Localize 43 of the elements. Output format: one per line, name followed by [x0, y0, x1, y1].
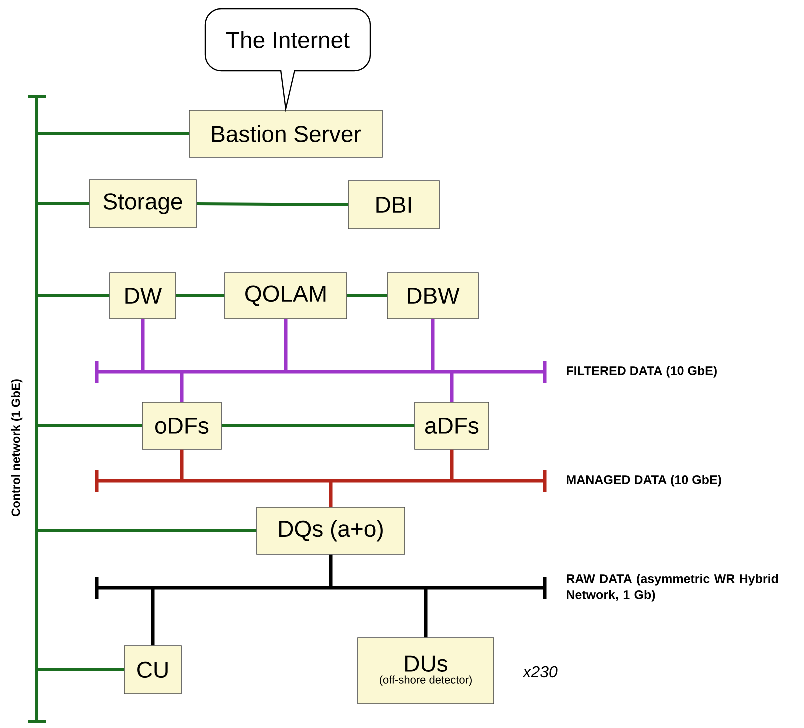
- network-link: [329, 480, 333, 508]
- callout-tail: [280, 70, 296, 112]
- network-link: [37, 668, 124, 672]
- network-label: MANAGED DATA (10 GbE): [567, 475, 722, 487]
- network-link: [180, 372, 184, 402]
- network-link: [37, 529, 257, 532]
- network-link: [37, 202, 90, 206]
- device-box: DW: [110, 272, 176, 320]
- speech-bubble: The Internet: [204, 8, 372, 72]
- network-link: [450, 372, 454, 402]
- network-link: [151, 588, 155, 646]
- network-link: [176, 294, 225, 298]
- device-box: oDFs: [142, 402, 222, 450]
- network-link: [141, 319, 145, 372]
- network-link: [180, 450, 184, 481]
- network-link: [424, 588, 428, 638]
- device-box: Storage: [89, 180, 197, 228]
- network-link: [431, 319, 435, 372]
- network-link: [37, 424, 142, 428]
- device-box: CU: [124, 646, 182, 694]
- count-label: x230: [522, 666, 558, 678]
- bus-line: [95, 468, 547, 494]
- device-box: DBI: [348, 180, 440, 230]
- bus-line: [95, 359, 547, 385]
- device-box: DUs (off-shore detector): [358, 638, 494, 704]
- network-link: [450, 450, 454, 481]
- device-box: QOLAM: [224, 272, 348, 320]
- network-link: [222, 424, 415, 428]
- network-link: [329, 554, 333, 588]
- network-link: [37, 132, 190, 136]
- device-box: Bastion Server: [189, 110, 383, 158]
- network-link: [347, 294, 388, 298]
- network-label: FILTERED DATA (10 GbE): [567, 366, 717, 378]
- network-label: Control network (1 GbE): [11, 380, 23, 516]
- network-link: [284, 319, 288, 372]
- device-box: aDFs: [414, 402, 490, 450]
- bus-line: [26, 95, 48, 723]
- network-label: RAW DATA (asymmetric WR Hybrid Network, 1 Gb): [567, 574, 778, 602]
- network-link: [196, 202, 348, 206]
- network-link: [37, 294, 110, 298]
- bus-line: [95, 575, 547, 601]
- device-box: DBW: [387, 272, 479, 320]
- device-box: DQs (a+o): [256, 507, 406, 555]
